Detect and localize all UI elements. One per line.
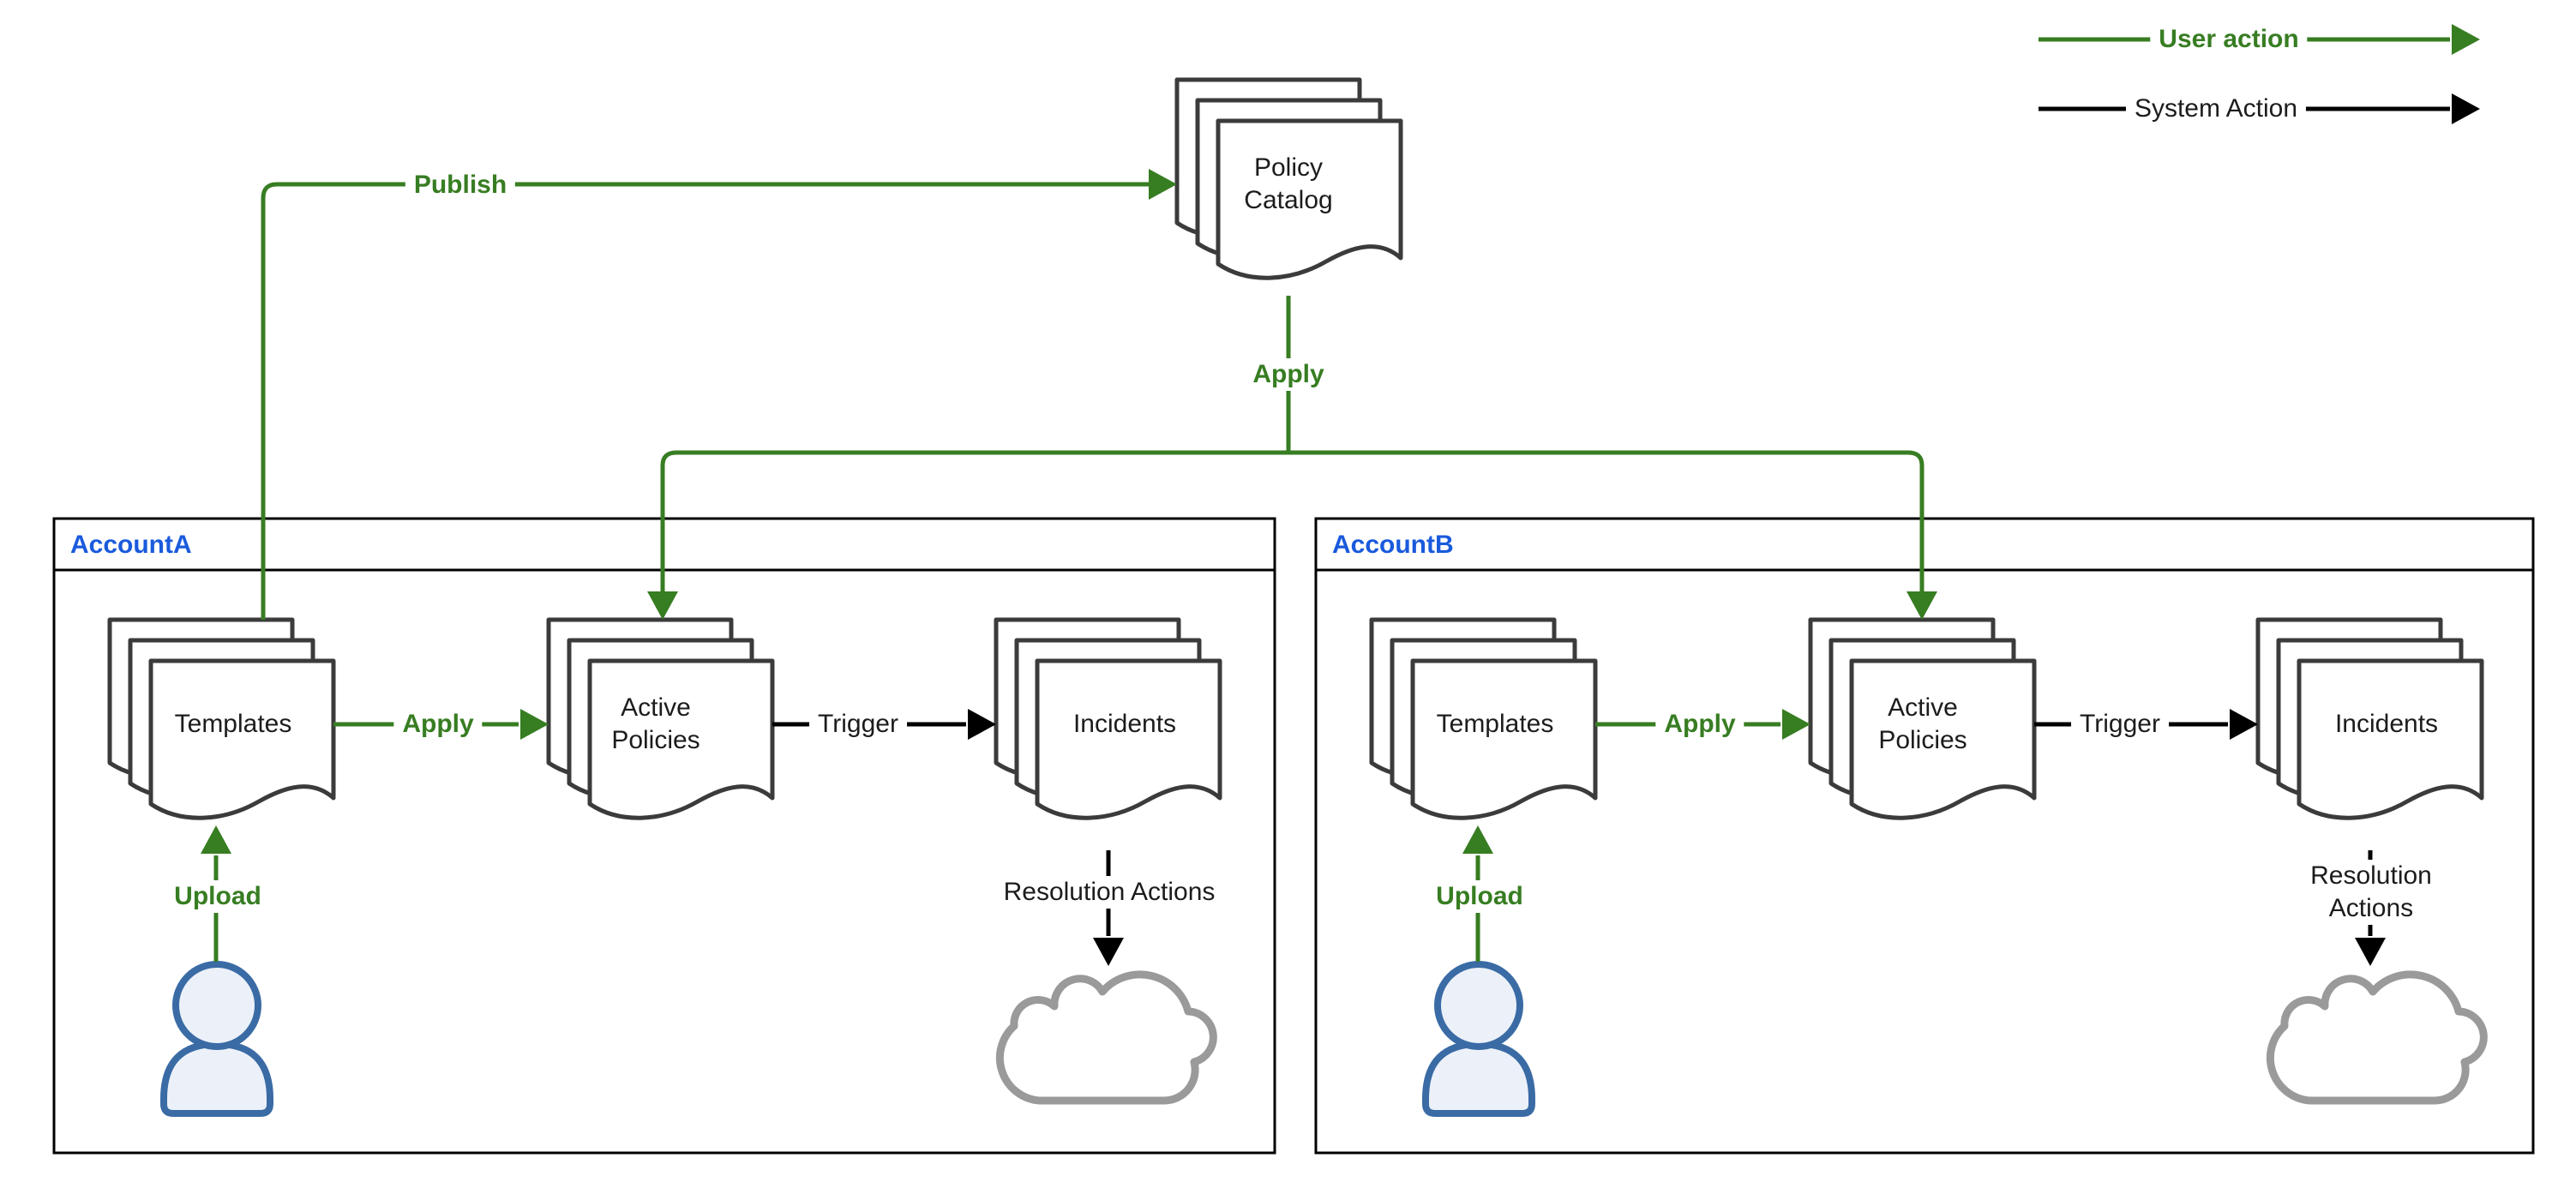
- account-a-resolution-arrowhead: [1093, 938, 1124, 966]
- account-a-apply-arrowhead: [520, 709, 549, 740]
- account-a-templates-label: Templates: [174, 710, 292, 738]
- system-action-connectors: [772, 106, 2450, 936]
- account-b-templates-label: Templates: [1436, 710, 1554, 738]
- account-a-upload-arrowhead: [201, 825, 231, 854]
- account-b-active-policies-label: Active Policies: [1878, 693, 1967, 754]
- account-a-apply-label: Apply: [393, 708, 483, 741]
- account-b-resolution-actions-label: Resolution Actions: [2268, 860, 2474, 925]
- account-a-incidents-label: Incidents: [1072, 710, 1177, 738]
- publish-arrowhead: [1149, 169, 1177, 200]
- account-b-apply-arrowhead: [1782, 709, 1810, 740]
- legend-user-action-arrowhead: [2452, 24, 2480, 55]
- apply-catalog-label: Apply: [1244, 358, 1333, 391]
- system-action-arrowheads: [968, 93, 2480, 966]
- user-action-arrowheads: [201, 24, 2480, 854]
- account-a-trigger-label: Trigger: [809, 708, 907, 741]
- account-a-upload-label: Upload: [165, 880, 270, 913]
- publish-connector: [261, 182, 1150, 620]
- account-b-apply-label: Apply: [1655, 708, 1744, 741]
- policy-catalog-label: Policy Catalog: [1244, 153, 1333, 214]
- account-a-cloud-icon: [1000, 975, 1213, 1101]
- legend-user-action-label: User action: [2150, 23, 2308, 56]
- account-b-resolution-arrowhead: [2355, 938, 2386, 966]
- account-b-trigger-label: Trigger: [2071, 708, 2169, 741]
- account-b-upload-arrowhead: [1462, 825, 1493, 854]
- account-b-cloud-icon: [2270, 975, 2483, 1101]
- apply-branch-connector: [660, 450, 1924, 591]
- apply-branch-left-arrowhead: [647, 591, 678, 620]
- account-b-box: [1314, 517, 2535, 1155]
- account-a-user-icon: [164, 964, 270, 1113]
- account-a-name: AccountA: [70, 531, 192, 559]
- account-a-trigger-arrowhead: [968, 709, 996, 740]
- publish-label: Publish: [405, 169, 516, 201]
- legend-system-action-label: System Action: [2125, 93, 2307, 125]
- account-a-resolution-actions-label: Resolution Actions: [994, 876, 1224, 909]
- account-b-incidents-label: Incidents: [2334, 710, 2439, 738]
- account-b-user-icon: [1426, 964, 1532, 1113]
- apply-branch-right-arrowhead: [1906, 591, 1937, 620]
- account-b-trigger-arrowhead: [2230, 709, 2258, 740]
- account-b-name: AccountB: [1332, 531, 1454, 559]
- legend-system-action-arrowhead: [2452, 93, 2480, 124]
- account-b-upload-label: Upload: [1427, 880, 1532, 913]
- account-a-active-policies-label: Active Policies: [611, 693, 700, 754]
